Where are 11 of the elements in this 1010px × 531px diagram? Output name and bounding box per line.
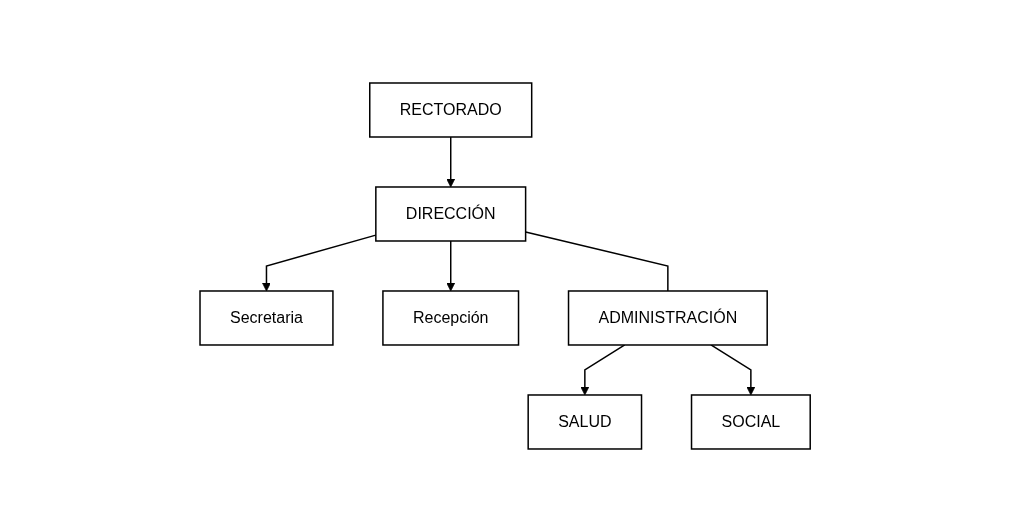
node-box: SOCIAL [690,393,811,450]
arrow [580,343,626,395]
arrow [710,343,756,395]
node-box: RECTORADO [368,81,533,138]
arrow [446,239,455,291]
node-box: SALUD [527,393,643,450]
arrow [446,135,455,187]
node-box: ADMINISTRACIÓN [567,289,768,346]
node-box: Recepción [382,289,520,346]
node-box: DIRECCIÓN [375,185,527,242]
node-box: Secretaria [199,289,334,346]
